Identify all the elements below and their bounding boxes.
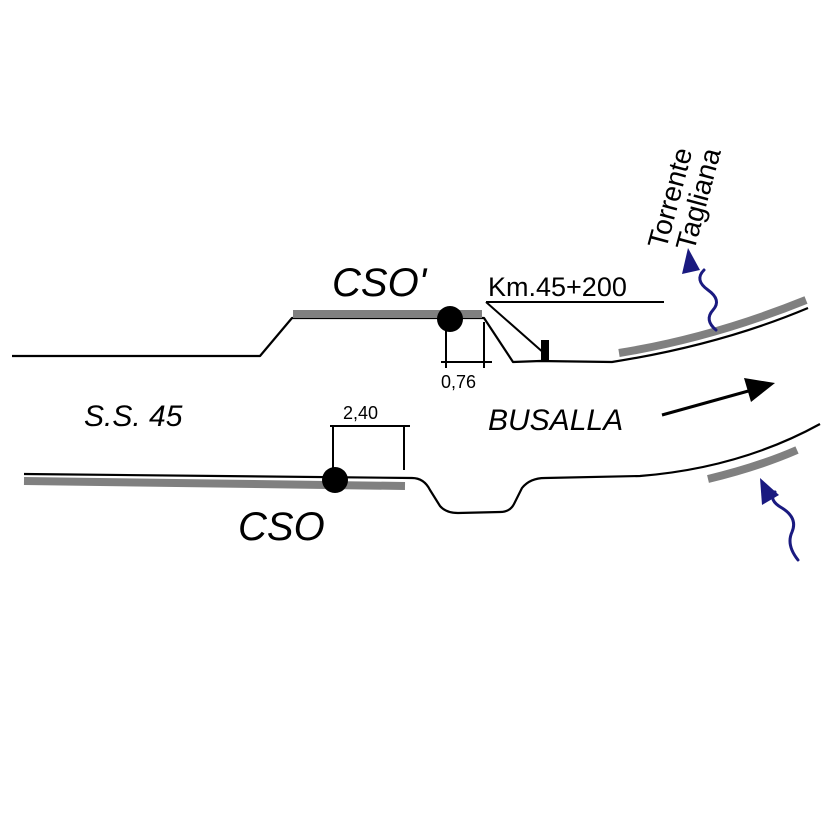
upper-road-edge (12, 306, 809, 364)
direction-arrow (661, 378, 775, 417)
upper-guardrail-right (618, 296, 808, 357)
cso-station-marker (322, 467, 348, 493)
cso-prime-station-marker (437, 306, 463, 332)
label-dimension-bottom: 2,40 (343, 403, 378, 423)
km-marker-post (541, 340, 549, 362)
label-cso-prime: CSO' (332, 261, 428, 305)
label-direction: BUSALLA (488, 404, 623, 437)
lower-road-edge (23, 423, 821, 515)
label-cso: CSO (238, 505, 325, 549)
lower-guardrail-right (707, 446, 799, 483)
upper-stream-arrow (682, 248, 719, 332)
label-road-name: S.S. 45 (84, 400, 183, 433)
label-river: Torrente Tagliana (642, 144, 727, 253)
label-dimension-top: 0,76 (441, 372, 476, 392)
label-km-marker: Km.45+200 (488, 272, 627, 302)
km-marker-leader (485, 301, 664, 355)
lower-stream-arrow (760, 478, 800, 562)
